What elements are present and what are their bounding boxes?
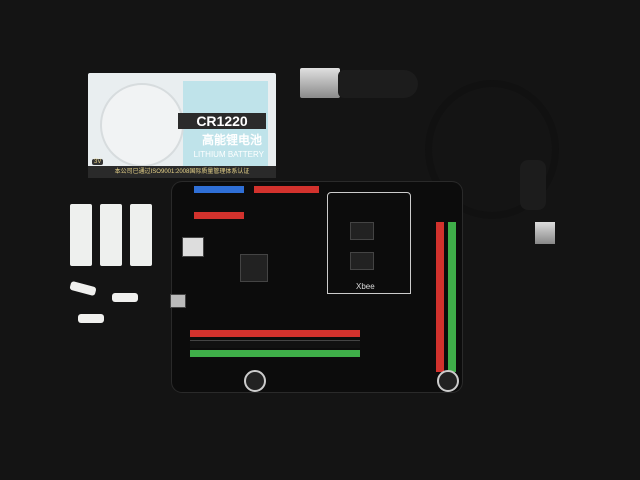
- blue-header: [194, 186, 244, 193]
- ic-chip: [350, 252, 374, 270]
- black-header-row: [190, 340, 360, 348]
- nylon-spacer: [130, 204, 152, 266]
- nylon-spacer: [100, 204, 122, 266]
- usb-a-plug: [300, 68, 340, 98]
- nylon-screw: [69, 280, 97, 297]
- nylon-spacer: [70, 204, 92, 266]
- coin-battery: [100, 83, 184, 167]
- micro-usb-plug: [535, 222, 555, 244]
- nylon-screw: [78, 314, 104, 323]
- battery-footer: 本公司已通过ISO9001:2008国际质量管理体系认证: [88, 166, 276, 178]
- ic-chip: [350, 222, 374, 240]
- red-header: [194, 212, 244, 219]
- mounting-hole: [437, 370, 459, 392]
- usb-cable-loop: [425, 80, 559, 219]
- reset-button: [182, 237, 204, 257]
- red-header: [254, 186, 319, 193]
- battery-chinese-title: 高能锂电池: [201, 133, 262, 147]
- green-header-vertical: [448, 222, 456, 372]
- micro-usb-port: [170, 294, 186, 308]
- usb-plug-housing: [338, 70, 418, 98]
- red-header-vertical: [436, 222, 444, 372]
- red-header-row: [190, 330, 360, 337]
- battery-voltage: 3V: [92, 159, 104, 165]
- expansion-shield-board: Xbee: [170, 182, 462, 392]
- battery-card: CR1220 高能锂电池 LITHIUM BATTERY 3V 本公司已通过IS…: [88, 73, 276, 178]
- battery-english-title: LITHIUM BATTERY: [193, 150, 264, 159]
- mounting-hole: [244, 370, 266, 392]
- microcontroller-chip: [240, 254, 268, 282]
- micro-usb-housing: [520, 160, 546, 210]
- green-header-row: [190, 350, 360, 357]
- battery-model: CR1220: [178, 113, 266, 129]
- xbee-label: Xbee: [356, 282, 375, 291]
- nylon-screw: [112, 293, 138, 302]
- xbee-socket: Xbee: [327, 192, 411, 294]
